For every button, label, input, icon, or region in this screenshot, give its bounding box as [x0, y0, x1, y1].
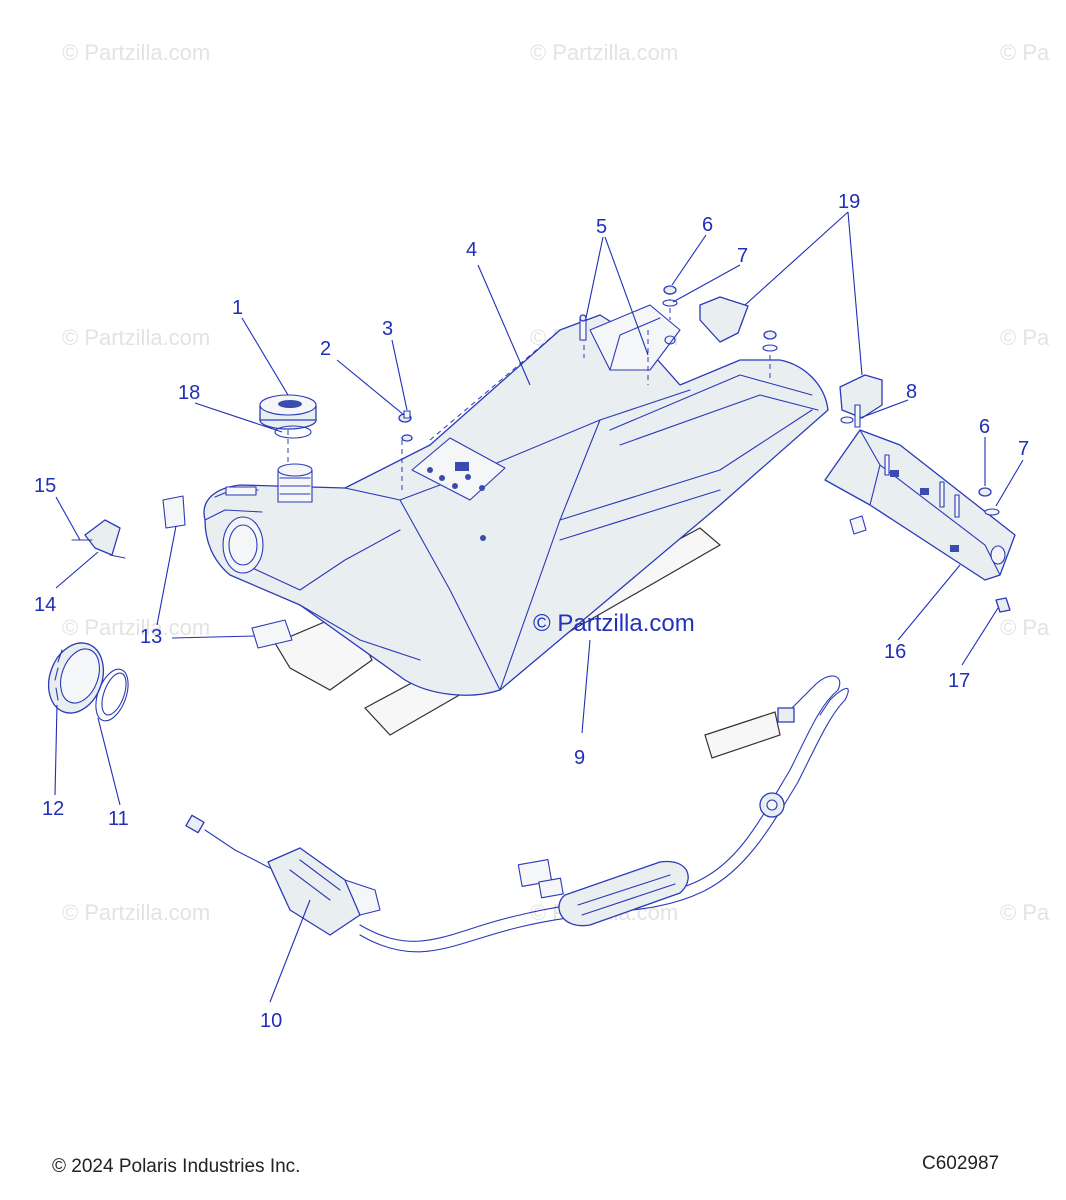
- washer: [984, 508, 1000, 516]
- tank-mount-bracket: [824, 429, 1016, 581]
- foam-pad: [699, 296, 749, 343]
- callout-4: 4: [466, 239, 477, 261]
- fuel-cap: [259, 394, 317, 462]
- callout-7: 7: [737, 245, 748, 267]
- figure-code: C602987: [922, 1153, 1000, 1174]
- callout-3: 3: [382, 318, 393, 340]
- watermark: © Pa: [1000, 325, 1050, 350]
- callout-1: 1: [232, 297, 243, 319]
- mount-clip: [995, 597, 1011, 613]
- pump-seal: [95, 668, 129, 722]
- foam-pad: [839, 374, 883, 419]
- callout-19: 19: [838, 191, 860, 213]
- callout-10: 10: [260, 1010, 282, 1032]
- callout-15: 15: [34, 475, 56, 497]
- left-bracket: [71, 519, 126, 559]
- callout-13: 13: [140, 626, 162, 648]
- callout-18: 18: [178, 382, 200, 404]
- copyright-notice: © 2024 Polaris Industries Inc.: [52, 1156, 301, 1177]
- watermark: © Partzilla.com: [530, 40, 679, 65]
- callout-2: 2: [320, 338, 331, 360]
- watermark: © Partzilla.com: [62, 40, 211, 65]
- callout-17: 17: [948, 670, 970, 692]
- fuel-pump-assembly: [185, 675, 849, 953]
- callout-12: 12: [42, 798, 64, 820]
- fuel-tank: [203, 290, 829, 696]
- watermark: © Partzilla.com: [62, 325, 211, 350]
- callout-14: 14: [34, 594, 56, 616]
- watermark: © Partzilla.com: [62, 900, 211, 925]
- leader-lines: [54, 211, 1024, 1003]
- nut: [978, 487, 992, 497]
- callout-6: 6: [702, 214, 713, 236]
- watermark: © Pa: [1000, 615, 1050, 640]
- callout-11: 11: [108, 808, 129, 830]
- center-watermark: © Partzilla.com: [533, 610, 695, 637]
- fuel-label: [162, 495, 186, 529]
- watermark: © Pa: [1000, 40, 1050, 65]
- grommet-and-screw: [398, 410, 413, 442]
- callout-6-right: 6: [979, 416, 990, 438]
- callout-16: 16: [884, 641, 906, 663]
- callout-9: 9: [574, 747, 585, 769]
- callout-7-right: 7: [1018, 438, 1029, 460]
- callout-5: 5: [596, 216, 607, 238]
- watermark: © Pa: [1000, 900, 1050, 925]
- callout-8: 8: [906, 381, 917, 403]
- filler-o-ring: [274, 425, 312, 439]
- callout-labels: 1 2 3 4 5 6 7 8 9 10 11 12 13 14 15 16 1…: [34, 191, 1029, 1032]
- rear-bracket-fasteners: [579, 285, 778, 352]
- watermark: © Partzilla.com: [62, 615, 211, 640]
- stud: [854, 404, 861, 428]
